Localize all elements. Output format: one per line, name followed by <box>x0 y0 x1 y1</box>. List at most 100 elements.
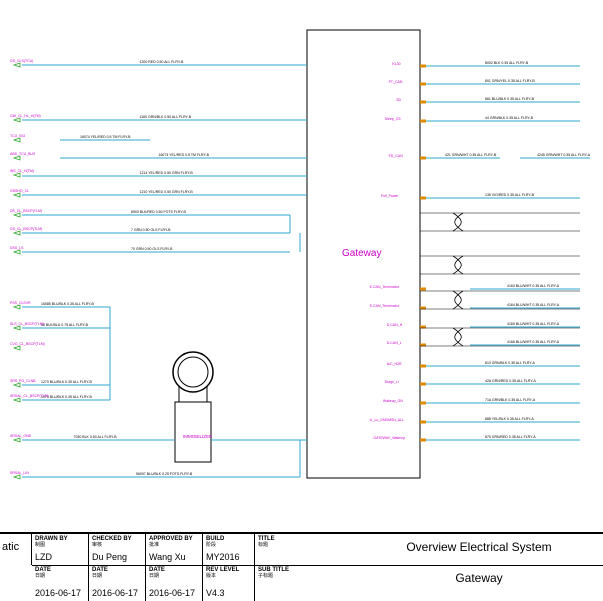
checked-by-value: Du Peng <box>92 552 128 562</box>
left-connector-symbol <box>12 117 21 123</box>
drawn-by-cell: DRAWN BY 制图 LZD <box>32 534 89 565</box>
gateway-port-label: Full_Power <box>381 194 399 198</box>
right-wire-label: 44 GRN/BLK 0.35 ALL FLRY-B <box>485 116 534 120</box>
left-connector-symbol <box>12 230 21 236</box>
right-wire-label: 801 GRN/YEL 0.35 ALL FLRY-B <box>485 79 535 83</box>
right-wire-label: 870 GRN/RED 0.35 ALL FLRY-A <box>485 435 536 439</box>
date1-sub: 日期 <box>35 573 46 579</box>
right-wire-label: 4245 GRN/WHT 0.35 ALL FLRY-A <box>537 153 591 157</box>
gateway-port-terminal <box>420 82 426 86</box>
gateway-port-label: GATEWAY_Wakeup <box>373 436 405 440</box>
gateway-port-terminal <box>420 156 426 160</box>
title-sub: 标题 <box>258 542 269 548</box>
left-connector-label: SRS_PO_CLNB <box>10 379 36 383</box>
right-wire-label: 4165 BLU/WHT 0.35 ALL FLRY-A <box>507 322 560 326</box>
right-wire-label: 4164 BLU/WHT 0.35 ALL FLRY-A <box>507 303 560 307</box>
gateway-port-label: A/C_H2R <box>387 362 402 366</box>
rev-level-sub: 版本 <box>206 573 217 579</box>
left-connector-symbol <box>12 382 21 388</box>
build-head: BUILD <box>206 536 225 542</box>
left-connector-label: DSS_LS <box>10 246 24 250</box>
wiring-diagram: Gateway IMMOBILIZER 1200 RED 0.50 ALL FL… <box>10 29 591 480</box>
left-connector-symbol <box>12 62 21 68</box>
left-wire-label: 7 GRN 0.50 OLS FLRY-B <box>131 228 171 232</box>
gateway-port-label: KL30 <box>392 62 400 66</box>
checked-by-cell: CHECKED BY 审核 Du Peng <box>89 534 146 565</box>
rev-level-cell: REV LEVEL 版本 V4.3 <box>203 565 255 601</box>
sub-title-head: SUB TITLE <box>258 567 289 573</box>
left-connector-label: GSSHO_CL <box>10 189 29 193</box>
left-connector-symbol <box>12 192 21 198</box>
drawn-by-head: DRAWN BY <box>35 536 68 542</box>
left-connector-symbol <box>12 137 21 143</box>
left-wire-label: 16074 YEL/RED 0.5 TM FLRY-B <box>80 135 131 139</box>
left-wire-label: 8903 BLK/RED 0.50 FOTS FLRY-B <box>131 210 187 214</box>
gateway-port-label: PT_CAN <box>389 80 403 84</box>
right-wire-label: 421 GRN/WHT 0.35 ALL FLRY-B <box>445 153 497 157</box>
immobilizer: IMMOBILIZER <box>172 351 214 463</box>
twisted-pair-symbol <box>452 290 464 310</box>
rev-level-head: REV LEVEL <box>206 567 240 573</box>
left-wire-label: 1076 BLU/BLK 0.35 ALL FLRY-B <box>41 395 93 399</box>
left-connector-label: PSS_CLSVR <box>10 301 31 305</box>
rev-level-value: V4.3 <box>206 588 225 598</box>
gateway-port-label: Diagn_Li <box>385 380 399 384</box>
left-connector-label: SRSAL_LIN <box>10 471 29 475</box>
left-connector-symbol <box>12 345 21 351</box>
left-connector-label: ABS_TCU_BUS <box>10 152 36 156</box>
gateway-port-terminal <box>420 287 426 291</box>
approved-by-value: Wang Xu <box>149 552 186 562</box>
right-wire-label: 4166 BLU/WHT 0.35 ALL FLRY-A <box>507 340 560 344</box>
right-wire-label: 71A GRN/BLK 0.35 ALL FLRY-A <box>485 398 536 402</box>
gateway-label: Gateway <box>342 248 381 259</box>
left-connector-label: TCU_SIG <box>10 134 25 138</box>
right-wire-label: 8002 BLK 0.35 ALL FLRY-B <box>485 61 529 65</box>
immobilizer-label: IMMOBILIZER <box>183 434 213 439</box>
left-wire-label: 56097 BLU/BLK 0.25 FOTS FLRY-B <box>136 472 193 476</box>
gateway-port-label: Sleep_CS <box>385 117 401 121</box>
gateway-port-terminal <box>420 325 426 329</box>
title-value: Overview Electrical System <box>406 540 552 554</box>
right-wire-label: 42A GRN/RED 0.35 ALL FLRY-A <box>485 379 537 383</box>
gateway-port-terminal <box>420 306 426 310</box>
date1-cell: DATE 日期 2016-06-17 <box>32 565 89 601</box>
approved-by-head: APPROVED BY <box>149 536 193 542</box>
gateway-port-terminal <box>420 196 426 200</box>
gateway-port-terminal <box>420 420 426 424</box>
build-sub: 阶段 <box>206 542 217 548</box>
twisted-pair-symbol <box>452 327 464 347</box>
title-block: atic DRAWN BY 制图 LZD CHECKED BY 审核 Du Pe… <box>0 532 603 601</box>
date3-sub: 日期 <box>149 573 160 579</box>
left-connector-symbol <box>12 304 21 310</box>
left-connector-label: GW_CL_HL_H(TM) <box>10 114 41 118</box>
date2-cell: DATE 日期 2016-06-17 <box>89 565 146 601</box>
gateway-port-label: E-CAN_Terminator <box>370 285 400 289</box>
title-cell: TITLE 标题 Overview Electrical System <box>255 534 603 565</box>
left-connector-label: SLS_CL_BSCP(TLM) <box>10 322 44 326</box>
date3-head: DATE <box>149 567 165 573</box>
drawn-by-sub: 制图 <box>35 542 46 548</box>
date2-sub: 日期 <box>92 573 103 579</box>
left-wire-label: 16073 YEL/RED 0.5 TM FLRY-B <box>159 153 210 157</box>
date2-head: DATE <box>92 567 108 573</box>
left-connector-label: GS_CL_BSCP(TLM) <box>10 227 42 231</box>
right-wire-label: 135 VIO/RED 0.35 ALL FLRY-B <box>485 193 535 197</box>
left-wire-label: 1210 YEL/RED 0.50 GRN FLRY-B <box>140 190 194 194</box>
date3-value: 2016-06-17 <box>149 588 196 598</box>
left-connector-label: DS_CL_BSCP(TLM) <box>10 209 42 213</box>
gateway-port-label: D-CAN_L <box>387 341 402 345</box>
approved-by-cell: APPROVED BY 批准 Wang Xu <box>146 534 203 565</box>
left-wire-label: 70 GRN 0.50 OLS FLRY-B <box>131 247 173 251</box>
date3-cell: DATE 日期 2016-06-17 <box>146 565 203 601</box>
date1-head: DATE <box>35 567 51 573</box>
date2-value: 2016-06-17 <box>92 588 139 598</box>
left-wire-label: 1214 YEL/RED 0.50 GRN FLRY-B <box>140 171 194 175</box>
gateway-port-label: FD_CAN <box>389 154 403 158</box>
right-wire-label: 861 BLU/BLK 0.35 ALL FLRY-B <box>485 97 535 101</box>
drawn-by-value: LZD <box>35 552 53 562</box>
gateway-port-label: IL_Lo_GNDMSN_ALL <box>370 418 404 422</box>
approved-by-sub: 批准 <box>149 542 160 548</box>
gateway-port-terminal <box>420 64 426 68</box>
left-wire-label: 1200 RED 0.50 ALL FLRY-B <box>140 60 185 64</box>
build-cell: BUILD 阶段 MY2016 <box>203 534 255 565</box>
